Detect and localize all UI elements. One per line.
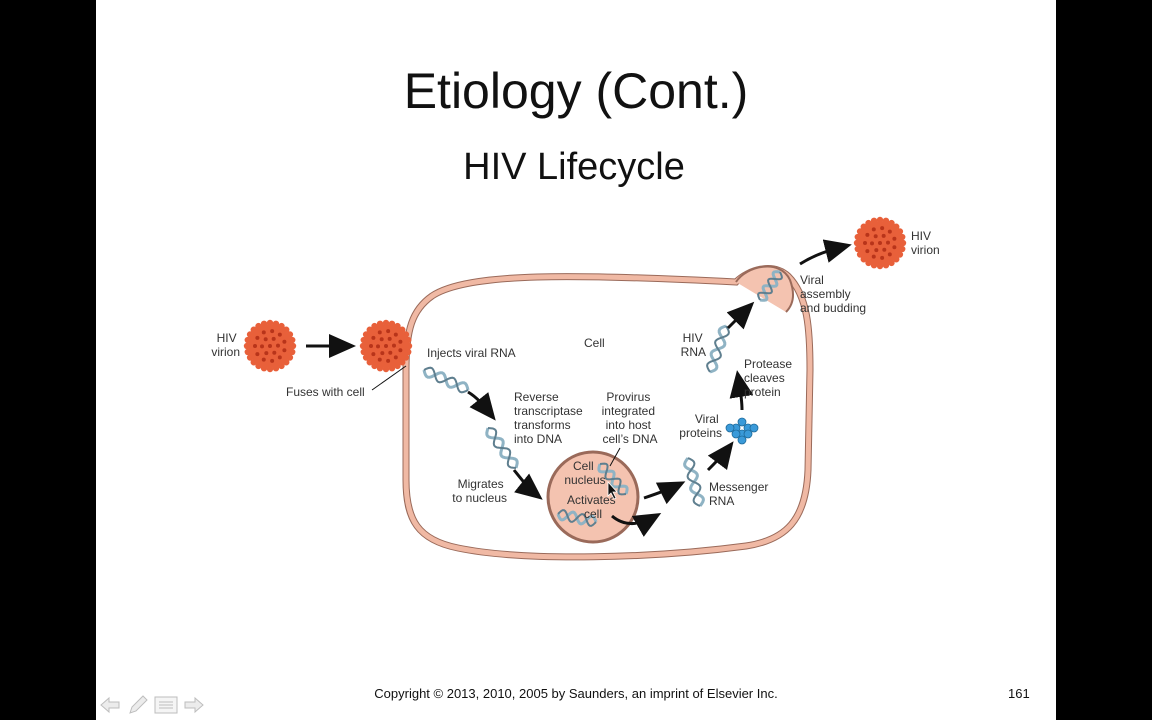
label-viral-proteins: Viral proteins: [679, 412, 722, 440]
arrow-budding: [799, 239, 852, 266]
label-injects-viral-rna: Injects viral RNA: [427, 346, 516, 360]
hiv-virion-released: [853, 216, 907, 270]
hiv-virion-outside: [243, 319, 297, 373]
arrow-mrna-to-proteins: [706, 441, 734, 472]
provirus-pointer-line: [609, 447, 621, 467]
mouse-cursor-icon: [607, 480, 618, 500]
arrow-migrate: [512, 469, 543, 500]
nucleus-dna-helix: [556, 509, 598, 527]
copyright-footer: Copyright © 2013, 2010, 2005 by Saunders…: [374, 686, 778, 701]
hiv-rna-helix: [706, 324, 730, 374]
arrow-from-nucleus: [643, 481, 686, 505]
arrow-rna-to-assembly: [726, 301, 755, 330]
viral-dna-helix: [485, 427, 519, 469]
pen-icon[interactable]: [126, 694, 150, 716]
rna-dna-helices: [422, 270, 783, 527]
lifecycle-arrows: [306, 239, 852, 537]
label-hiv-rna: HIV RNA: [681, 331, 706, 359]
label-cell: Cell: [584, 336, 605, 350]
slide-subtitle: HIV Lifecycle: [463, 146, 685, 188]
label-messenger-rna: Messenger RNA: [709, 480, 772, 508]
label-migrates: Migrates to nucleus: [452, 477, 507, 505]
page-number: 161: [1008, 686, 1030, 701]
label-hiv-virion-right: HIV virion: [911, 229, 940, 257]
arrow-proteins-to-protease: [729, 370, 754, 411]
arrow-activate: [611, 513, 662, 537]
provirus-helix: [597, 462, 629, 496]
slide-navigation: [98, 694, 206, 716]
hiv-lifecycle-diagram: HIV virion Fuses with cell Injects viral…: [211, 216, 940, 561]
label-activates-cell: Activates cell: [567, 493, 619, 521]
label-cell-nucleus: Cell nucleus: [564, 459, 605, 487]
assembly-rna-helix: [757, 270, 783, 302]
viral-rna-helix: [422, 366, 470, 394]
fuses-pointer-line: [371, 365, 407, 391]
slide: Etiology (Cont.) HIV Lifecycle: [96, 0, 1056, 720]
arrow-inject: [467, 390, 496, 421]
label-protease: Protease cleaves protein: [744, 357, 795, 399]
label-provirus: Provirus integrated into host cell’s DNA: [602, 390, 659, 446]
menu-icon[interactable]: [154, 694, 178, 716]
viral-protein-cluster: [725, 417, 759, 445]
label-reverse-transcriptase: Reverse transcriptase transforms into DN…: [514, 390, 586, 446]
hiv-virion-fusing: [359, 319, 413, 373]
label-viral-assembly: Viral assembly and budding: [800, 273, 866, 315]
label-hiv-virion-left: HIV virion: [211, 331, 240, 359]
virions: [243, 216, 907, 373]
cell-membrane: [402, 265, 814, 561]
arrow-left-icon[interactable]: [98, 694, 122, 716]
label-fuses-with-cell: Fuses with cell: [286, 385, 365, 399]
messenger-rna-helix: [683, 457, 705, 507]
arrow-right-icon[interactable]: [182, 694, 206, 716]
slide-title: Etiology (Cont.): [403, 63, 749, 119]
